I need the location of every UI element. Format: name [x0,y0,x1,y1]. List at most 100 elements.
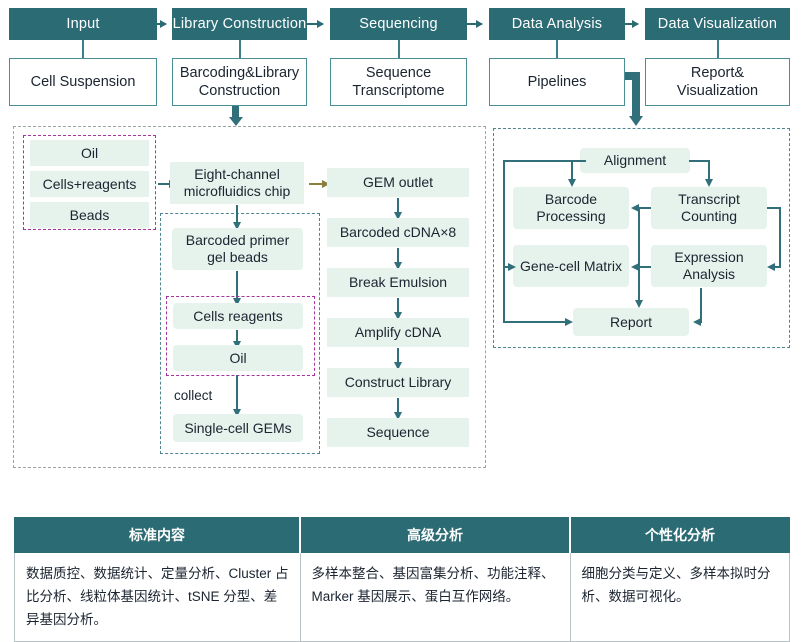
analysis-gene-cell-matrix-label: Gene-cell Matrix [520,257,622,274]
transcript-right-rail-bottom [767,263,781,270]
stage-header-library-construction-label: Library Construction [172,16,307,32]
lab-gem-group [160,213,320,454]
pipelines-to-analysis-arrow [625,72,647,126]
lab-mix-group [166,296,315,376]
transcript-to-barcode-arrow [631,204,651,211]
lab-single-cell-gems[interactable]: Single-cell GEMs [173,414,303,442]
chain-gem-outlet-label: GEM outlet [362,174,434,190]
chip-to-gem-arrow [309,180,330,187]
chain-amplify-cdna[interactable]: Amplify cDNA [327,318,469,347]
stage-header-sequencing[interactable]: Sequencing [330,8,467,40]
chain-sequence[interactable]: Sequence [327,418,469,447]
lab-oil-mix-label: Oil [229,349,247,366]
chip-to-beads-connector [233,205,240,230]
lab-barcoded-primer-gel-beads[interactable]: Barcoded primer gel beads [172,228,303,270]
oil-to-gems-connector [233,375,240,417]
chain-construct-library-label: Construct Library [344,374,452,390]
transcript-right-rail-top [767,207,781,209]
stage-header-sequencing-label: Sequencing [359,16,438,32]
chain-barcoded-cdna[interactable]: Barcoded cDNA×8 [327,218,469,247]
transcript-right-rail-v [779,207,781,267]
analysis-transcript-counting-label: Transcript Counting [678,191,740,224]
analysis-expression-analysis-label: Expression Analysis [674,249,744,282]
lab-barcoded-primer-gel-beads-label: Barcoded primer gel beads [185,232,290,265]
stage-arrow-4 [625,20,639,27]
lab-chip[interactable]: Eight-channel microfluidics chip [170,162,304,204]
lab-input-oil[interactable]: Oil [30,140,149,166]
analysis-expression-analysis[interactable]: Expression Analysis [651,245,767,287]
stage-header-data-analysis[interactable]: Data Analysis [489,8,625,40]
stage-box-cell-suspension[interactable]: Cell Suspension [9,58,157,106]
alignment-rail-left [503,160,505,268]
expression-to-matrix-arrow [631,263,651,270]
expression-to-report-v [700,288,702,322]
stage-stem-input [82,40,84,58]
lab-cells-reagents-mix-label: Cells reagents [193,307,283,324]
stage-stem-analysis [556,40,558,58]
analysis-panel [493,128,790,348]
lab-panel [13,126,486,468]
analysis-alignment[interactable]: Alignment [580,148,690,173]
table-header-custom: 个性化分析 [569,517,790,553]
stage-box-cell-suspension-label: Cell Suspension [30,74,136,90]
stage-box-report-visualization[interactable]: Report& Visualization [645,58,790,106]
alignment-to-transcript-h [689,160,710,162]
alignment-to-transcript-v [705,160,712,187]
analysis-content-table-wrap: 标准内容 高级分析 个性化分析 数据质控、数据统计、定量分析、Cluster 占… [14,517,790,642]
stage-stem-library [239,40,241,58]
analysis-content-table: 标准内容 高级分析 个性化分析 数据质控、数据统计、定量分析、Cluster 占… [14,517,790,642]
stage-header-library-construction[interactable]: Library Construction [172,8,307,40]
chain-gem-outlet[interactable]: GEM outlet [327,168,469,197]
lab-input-beads[interactable]: Beads [30,202,149,228]
lab-oil-mix[interactable]: Oil [173,345,303,371]
alignment-rail-top [503,160,581,162]
stage-box-barcoding-library[interactable]: Barcoding&Library Construction [172,58,307,106]
table-header-standard: 标准内容 [14,517,301,553]
table-cell-advanced: 多样本整合、基因富集分析、功能注释、Marker 基因展示、蛋白互作网络。 [299,552,571,642]
stage-box-pipelines[interactable]: Pipelines [489,58,625,106]
chain-connector-3 [394,298,401,320]
collect-label: collect [174,388,213,403]
analysis-barcode-processing[interactable]: Barcode Processing [513,187,629,229]
analysis-report[interactable]: Report [573,308,689,336]
stage-header-data-analysis-label: Data Analysis [511,16,603,32]
stage-arrow-1 [157,20,167,27]
stage-arrow-3 [467,20,483,27]
analysis-gene-cell-matrix[interactable]: Gene-cell Matrix [513,245,629,287]
beads-to-cells-connector [233,271,240,306]
analysis-transcript-counting[interactable]: Transcript Counting [651,187,767,229]
cells-to-oil-connector [233,330,240,349]
chain-sequence-label: Sequence [366,424,430,440]
alignment-rail-to-report-h [503,318,573,325]
lab-cells-reagents-mix[interactable]: Cells reagents [173,303,303,329]
stage-stem-visualization [717,40,719,58]
table-row: 数据质控、数据统计、定量分析、Cluster 占比分析、线粒体基因统计、tSNE… [14,552,790,642]
alignment-to-barcode-v [568,160,575,187]
lab-input-cells-reagents-label: Cells+reagents [42,175,137,192]
alignment-rail-to-matrix [503,263,516,270]
lab-input-oil-label: Oil [80,144,99,161]
stage-header-data-visualization[interactable]: Data Visualization [645,8,790,40]
library-to-lab-arrow [228,106,246,126]
chain-break-emulsion-label: Break Emulsion [348,274,448,290]
lab-input-cells-reagents[interactable]: Cells+reagents [30,171,149,197]
table-header-row: 标准内容 高级分析 个性化分析 [14,517,790,553]
table-cell-custom: 细胞分类与定义、多样本拟时分析、数据可视化。 [569,552,790,642]
chain-construct-library[interactable]: Construct Library [327,368,469,397]
stage-stem-sequencing [398,40,400,58]
lab-single-cell-gems-label: Single-cell GEMs [184,419,292,436]
chain-break-emulsion[interactable]: Break Emulsion [327,268,469,297]
stage-box-sequence-transcriptome[interactable]: Sequence Transcriptome [330,58,467,106]
chain-amplify-cdna-label: Amplify cDNA [354,324,442,340]
chain-connector-4 [394,348,401,370]
analysis-barcode-processing-label: Barcode Processing [536,191,606,224]
stage-box-report-visualization-label: Report& Visualization [676,65,759,99]
center-rail-to-report [635,207,642,308]
stage-header-input-label: Input [66,16,100,32]
expression-to-report-h [694,318,702,325]
chain-barcoded-cdna-label: Barcoded cDNA×8 [339,224,457,240]
chain-connector-1 [394,198,401,220]
stage-header-input[interactable]: Input [9,8,157,40]
stage-box-pipelines-label: Pipelines [527,74,587,90]
stage-box-barcoding-library-label: Barcoding&Library Construction [179,65,300,99]
